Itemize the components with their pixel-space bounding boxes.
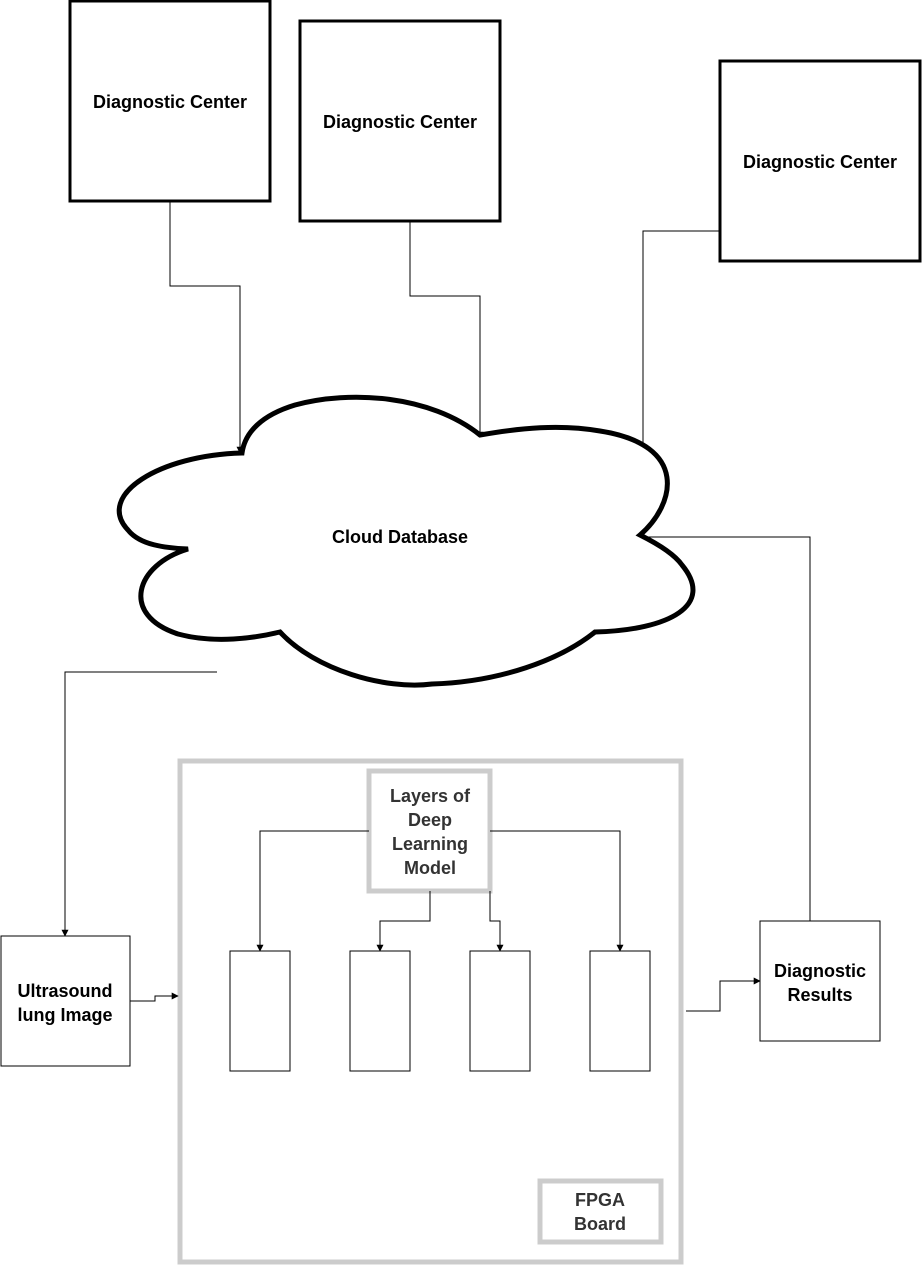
layer-block-3 [469,950,531,1072]
ultrasound-box: Ultrasound lung Image [0,935,131,1067]
diagnostic-center-3-label: Diagnostic Center [743,152,897,172]
results-label-line2: Results [787,985,852,1005]
connector-center3-to-cloud [639,230,720,454]
layers-label-line4: Model [404,858,456,878]
diagnostic-center-2: Diagnostic Center [298,19,502,223]
diagnostic-center-1: Diagnostic Center [68,0,272,203]
fpga-board [177,758,684,1265]
diagnostic-center-2-label: Diagnostic Center [323,112,477,132]
cloud-label: Cloud Database [332,527,468,547]
diagnostic-center-1-label: Diagnostic Center [93,92,247,112]
cloud-database: Cloud Database [116,394,696,688]
results-label-line1: Diagnostic [774,961,866,981]
connector-model-to-layer1 [256,830,369,952]
layer-block-1 [229,950,291,1072]
ultrasound-label-line1: Ultrasound [17,981,112,1001]
connector-model-to-layer3 [489,891,504,952]
connector-model-to-layer4 [490,830,624,952]
connector-center2-to-cloud [409,221,484,439]
connector-center1-to-cloud [169,201,244,454]
diagnostic-results-box: Diagnostic Results [759,920,881,1042]
layer-block-4 [589,950,651,1072]
connector-fpga-to-results [686,977,761,1012]
fpga-label-line1: FPGA [575,1190,625,1210]
connector-cloud-to-ultrasound [61,671,217,937]
layer-block-2 [349,950,411,1072]
layers-model-box: Layers of Deep Learning Model [366,768,493,894]
connector-results-to-cloud [645,536,811,921]
connector-model-to-layer2 [376,891,431,952]
layers-label-line3: Learning [392,834,468,854]
connector-ultrasound-to-fpga [130,992,179,1002]
diagnostic-center-3: Diagnostic Center [718,59,922,263]
layers-label-line2: Deep [408,810,452,830]
ultrasound-label-line2: lung Image [17,1005,112,1025]
layers-label-line1: Layers of [390,786,471,806]
fpga-label-line2: Board [574,1214,626,1234]
fpga-label-box: FPGA Board [537,1178,664,1245]
